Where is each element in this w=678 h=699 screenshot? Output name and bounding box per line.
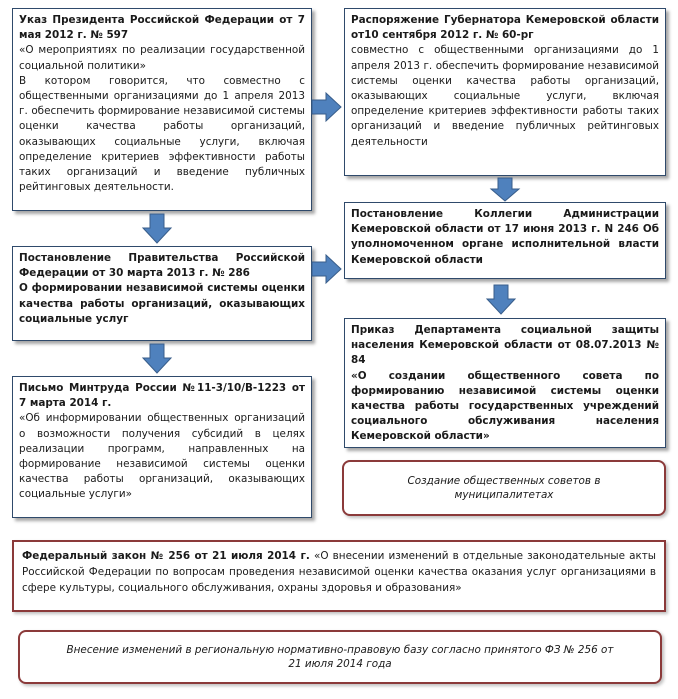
ukaz-title: Указ Президента Российской Федерации от …	[19, 14, 305, 42]
ukaz-subtitle: «О мероприятиях по реализации государств…	[19, 44, 305, 72]
arrow-down-postanovlenie-pismo	[141, 343, 173, 374]
postanovlenie-prav-title: Постановление Правительства Российской Ф…	[19, 252, 305, 280]
sozdanie-box: Создание общественных советов в муниципа…	[342, 460, 666, 516]
vnesenie-text: Внесение изменений в региональную нормат…	[66, 644, 614, 670]
arrow-down-ukaz-postanovlenie	[141, 213, 173, 244]
pismo-box: Письмо Минтруда России №11-3/10/В-1223 о…	[12, 376, 312, 518]
postanovlenie-prav-text: О формировании независимой системы оценк…	[19, 282, 305, 325]
rasporyazhenie-box: Распоряжение Губернатора Кемеровской обл…	[344, 8, 666, 176]
prikaz-text: «О создании общественного совета по форм…	[351, 369, 659, 443]
pismo-text: «Об информировании общественных организа…	[19, 412, 305, 501]
prikaz-box: Приказ Департамента социальной защиты на…	[344, 318, 666, 448]
arrow-down-koll-prikaz	[485, 284, 517, 315]
prikaz-title: Приказ Департамента социальной защиты на…	[351, 324, 659, 367]
pismo-title: Письмо Минтруда России №11-3/10/В-1223 о…	[19, 382, 305, 410]
federal-law-title: Федеральный закон № 256 от 21 июля 2014 …	[22, 550, 310, 562]
sozdanie-text: Создание общественных советов в муниципа…	[407, 475, 601, 501]
rasporyazhenie-title: Распоряжение Губернатора Кемеровской обл…	[351, 14, 659, 42]
postanovlenie-koll-title: Постановление Коллегии Администрации Кем…	[351, 208, 659, 266]
federal-law-text: «О внесении изменений в отдельные законо…	[22, 550, 656, 594]
postanovlenie-prav-box: Постановление Правительства Российской Ф…	[12, 246, 312, 341]
arrow-down-rasporyazhenie-koll	[489, 177, 521, 202]
postanovlenie-koll-box: Постановление Коллегии Администрации Кем…	[344, 202, 666, 279]
ukaz-box: Указ Президента Российской Федерации от …	[12, 8, 312, 211]
ukaz-text: В котором говорится, что совместно с общ…	[19, 74, 305, 194]
rasporyazhenie-text: совместно с общественными организациями …	[351, 44, 659, 148]
arrow-right-ukaz-rasporyazhenie	[311, 91, 342, 123]
federal-law-box: Федеральный закон № 256 от 21 июля 2014 …	[12, 540, 666, 612]
vnesenie-box: Внесение изменений в региональную нормат…	[18, 630, 662, 684]
arrow-right-postanovlenie-koll	[311, 253, 342, 285]
